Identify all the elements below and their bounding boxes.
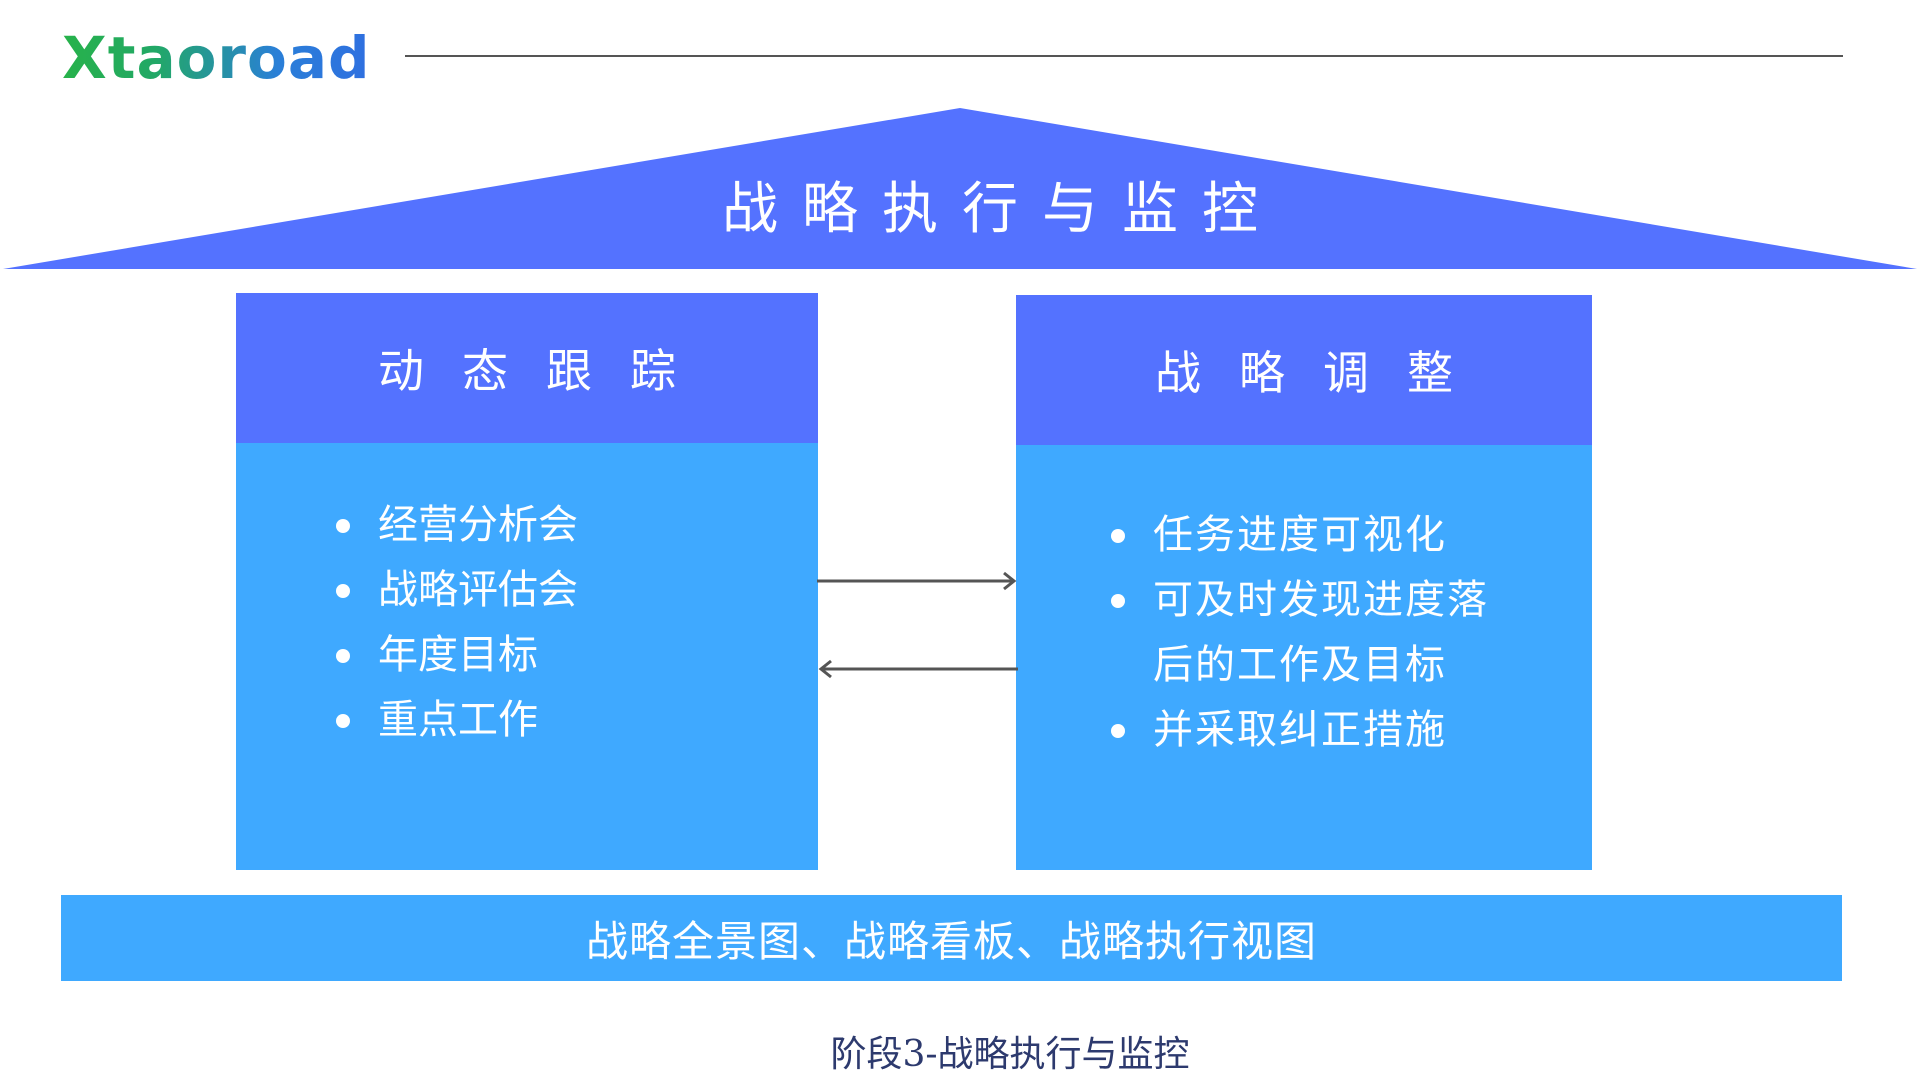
- slide-caption: 阶段3-战略执行与监控: [830, 1034, 1190, 1075]
- adjustment-list: 任务进度可视化 可及时发现进度落 后的工作及目标 并采取纠正措施: [1111, 503, 1489, 763]
- list-item: 重点工作: [336, 688, 578, 753]
- bullet-icon: [336, 649, 350, 663]
- list-item-label: 可及时发现进度落: [1153, 577, 1489, 623]
- list-item-label: 重点工作: [378, 697, 538, 743]
- roof-shape: [3, 108, 1917, 269]
- panel-title: 战略调整: [1155, 346, 1491, 400]
- roof-title: 战略执行与监控: [722, 177, 1282, 242]
- bullet-icon: [336, 584, 350, 598]
- bullet-icon: [1111, 724, 1125, 738]
- dynamic-tracking-panel: 动态跟踪 经营分析会 战略评估会 年度目标 重点工作: [236, 293, 818, 870]
- list-item-label: 年度目标: [378, 632, 538, 678]
- bullet-icon: [336, 714, 350, 728]
- list-item: 年度目标: [336, 623, 578, 688]
- strategy-adjustment-panel: 战略调整 任务进度可视化 可及时发现进度落 后的工作及目标 并采取纠正措施: [1016, 295, 1592, 870]
- panel-title: 动态跟踪: [378, 344, 714, 398]
- list-item-label: 战略评估会: [378, 567, 578, 613]
- header-divider: [405, 55, 1843, 57]
- list-item: 可及时发现进度落: [1111, 568, 1489, 633]
- brand-logo: Xtaoroad: [62, 20, 371, 96]
- panel-header-strategy-adjustment: 战略调整: [1016, 295, 1592, 445]
- tracking-list: 经营分析会 战略评估会 年度目标 重点工作: [336, 493, 578, 753]
- list-item: 战略评估会: [336, 558, 578, 623]
- bullet-icon: [1111, 529, 1125, 543]
- panel-header-dynamic-tracking: 动态跟踪: [236, 293, 818, 443]
- list-item: 经营分析会: [336, 493, 578, 558]
- bidirectional-connector: [817, 571, 1018, 679]
- list-item: 任务进度可视化: [1111, 503, 1489, 568]
- roof-triangle: [3, 108, 1917, 269]
- list-item-label: 并采取纠正措施: [1153, 707, 1447, 753]
- foundation-bar: 战略全景图、战略看板、战略执行视图: [61, 895, 1842, 981]
- list-item-label: 后的工作及目标: [1153, 642, 1447, 688]
- bullet-icon: [1111, 594, 1125, 608]
- foundation-bar-label: 战略全景图、战略看板、战略执行视图: [585, 916, 1317, 966]
- right-arrow-icon: [817, 571, 1017, 591]
- list-item-label: 经营分析会: [378, 502, 578, 548]
- list-item-continuation: 后的工作及目标: [1111, 633, 1489, 698]
- list-item-label: 任务进度可视化: [1153, 512, 1447, 558]
- left-arrow-icon: [818, 659, 1018, 679]
- bullet-icon: [336, 519, 350, 533]
- list-item: 并采取纠正措施: [1111, 698, 1489, 763]
